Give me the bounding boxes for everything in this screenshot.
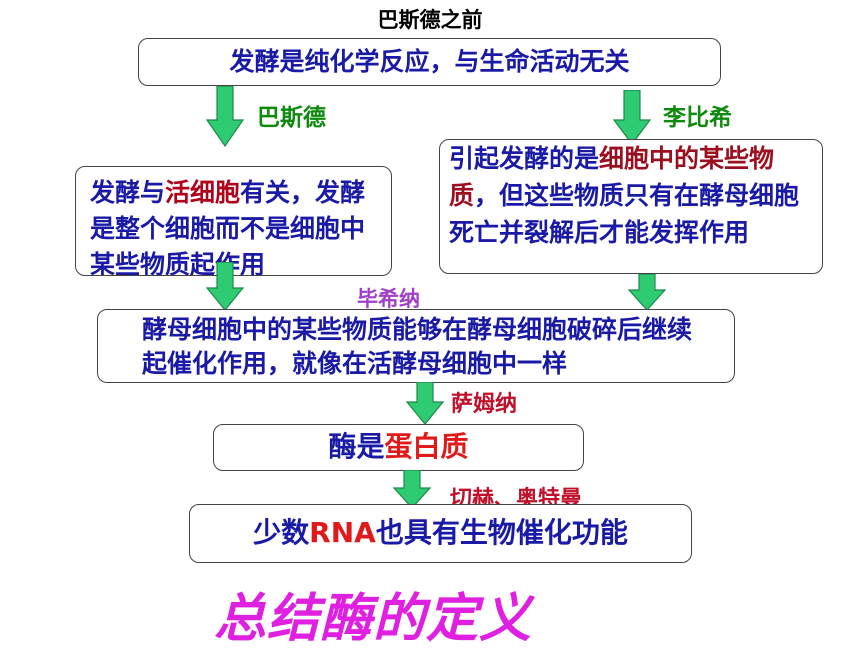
arrow-down-icon xyxy=(392,470,432,509)
box-rna-catalysis: 少数RNA也具有生物催化功能 xyxy=(189,504,692,563)
label-liebig: 李比希 xyxy=(663,105,732,131)
box-rna-highlight: RNA xyxy=(309,516,376,549)
box-liebig-highlight: 细胞中的某些物质 xyxy=(449,144,775,210)
box-pre-pasteur-text: 发酵是纯化学反应，与生命活动无关 xyxy=(229,47,630,76)
box-rna-text-1: 少数 xyxy=(253,516,310,549)
label-sumner: 萨姆纳 xyxy=(451,392,518,417)
arrow-down-icon xyxy=(405,382,445,425)
box-rna-text-2: 也具有生物催化功能 xyxy=(375,516,628,549)
arrow-down-icon xyxy=(612,90,652,145)
box-enzyme-protein-text-1: 酶是 xyxy=(328,430,385,463)
box-liebig-view: 引起发酵的是细胞中的某些物质，但这些物质只有在酵母细胞死亡并裂解后才能发挥作用 xyxy=(439,139,823,274)
arrow-down-icon xyxy=(205,262,245,311)
box-pasteur-text-1: 发酵与 xyxy=(90,178,166,207)
box-buchner-text: 酵母细胞中的某些物质能够在酵母细胞破碎后继续起催化作用，就像在活酵母细胞中一样 xyxy=(142,315,693,378)
page-title: 巴斯德之前 xyxy=(377,8,483,32)
arrow-down-icon xyxy=(627,274,667,311)
box-pre-pasteur: 发酵是纯化学反应，与生命活动无关 xyxy=(138,38,721,86)
box-liebig-text-2: ，但这些物质只有在酵母细胞死亡并裂解后才能发挥作用 xyxy=(449,181,800,247)
box-buchner-view: 酵母细胞中的某些物质能够在酵母细胞破碎后继续起催化作用，就像在活酵母细胞中一样 xyxy=(97,309,735,383)
box-enzyme-protein-highlight: 蛋白质 xyxy=(384,430,469,463)
box-enzyme-protein: 酶是蛋白质 xyxy=(213,424,584,471)
label-pasteur: 巴斯德 xyxy=(257,105,326,131)
summary-heading: 总结酶的定义 xyxy=(214,589,533,649)
label-buchner: 毕希纳 xyxy=(357,287,420,311)
box-pasteur-text-2: 有关，发酵是整个细胞而不是细胞中某些物质起作用 xyxy=(90,178,366,276)
box-liebig-text-1: 引起发酵的是 xyxy=(449,144,600,173)
box-pasteur-highlight: 活细胞 xyxy=(165,178,241,207)
box-pasteur-view: 发酵与活细胞有关，发酵是整个细胞而不是细胞中某些物质起作用 xyxy=(75,166,392,276)
arrow-down-icon xyxy=(205,86,245,148)
